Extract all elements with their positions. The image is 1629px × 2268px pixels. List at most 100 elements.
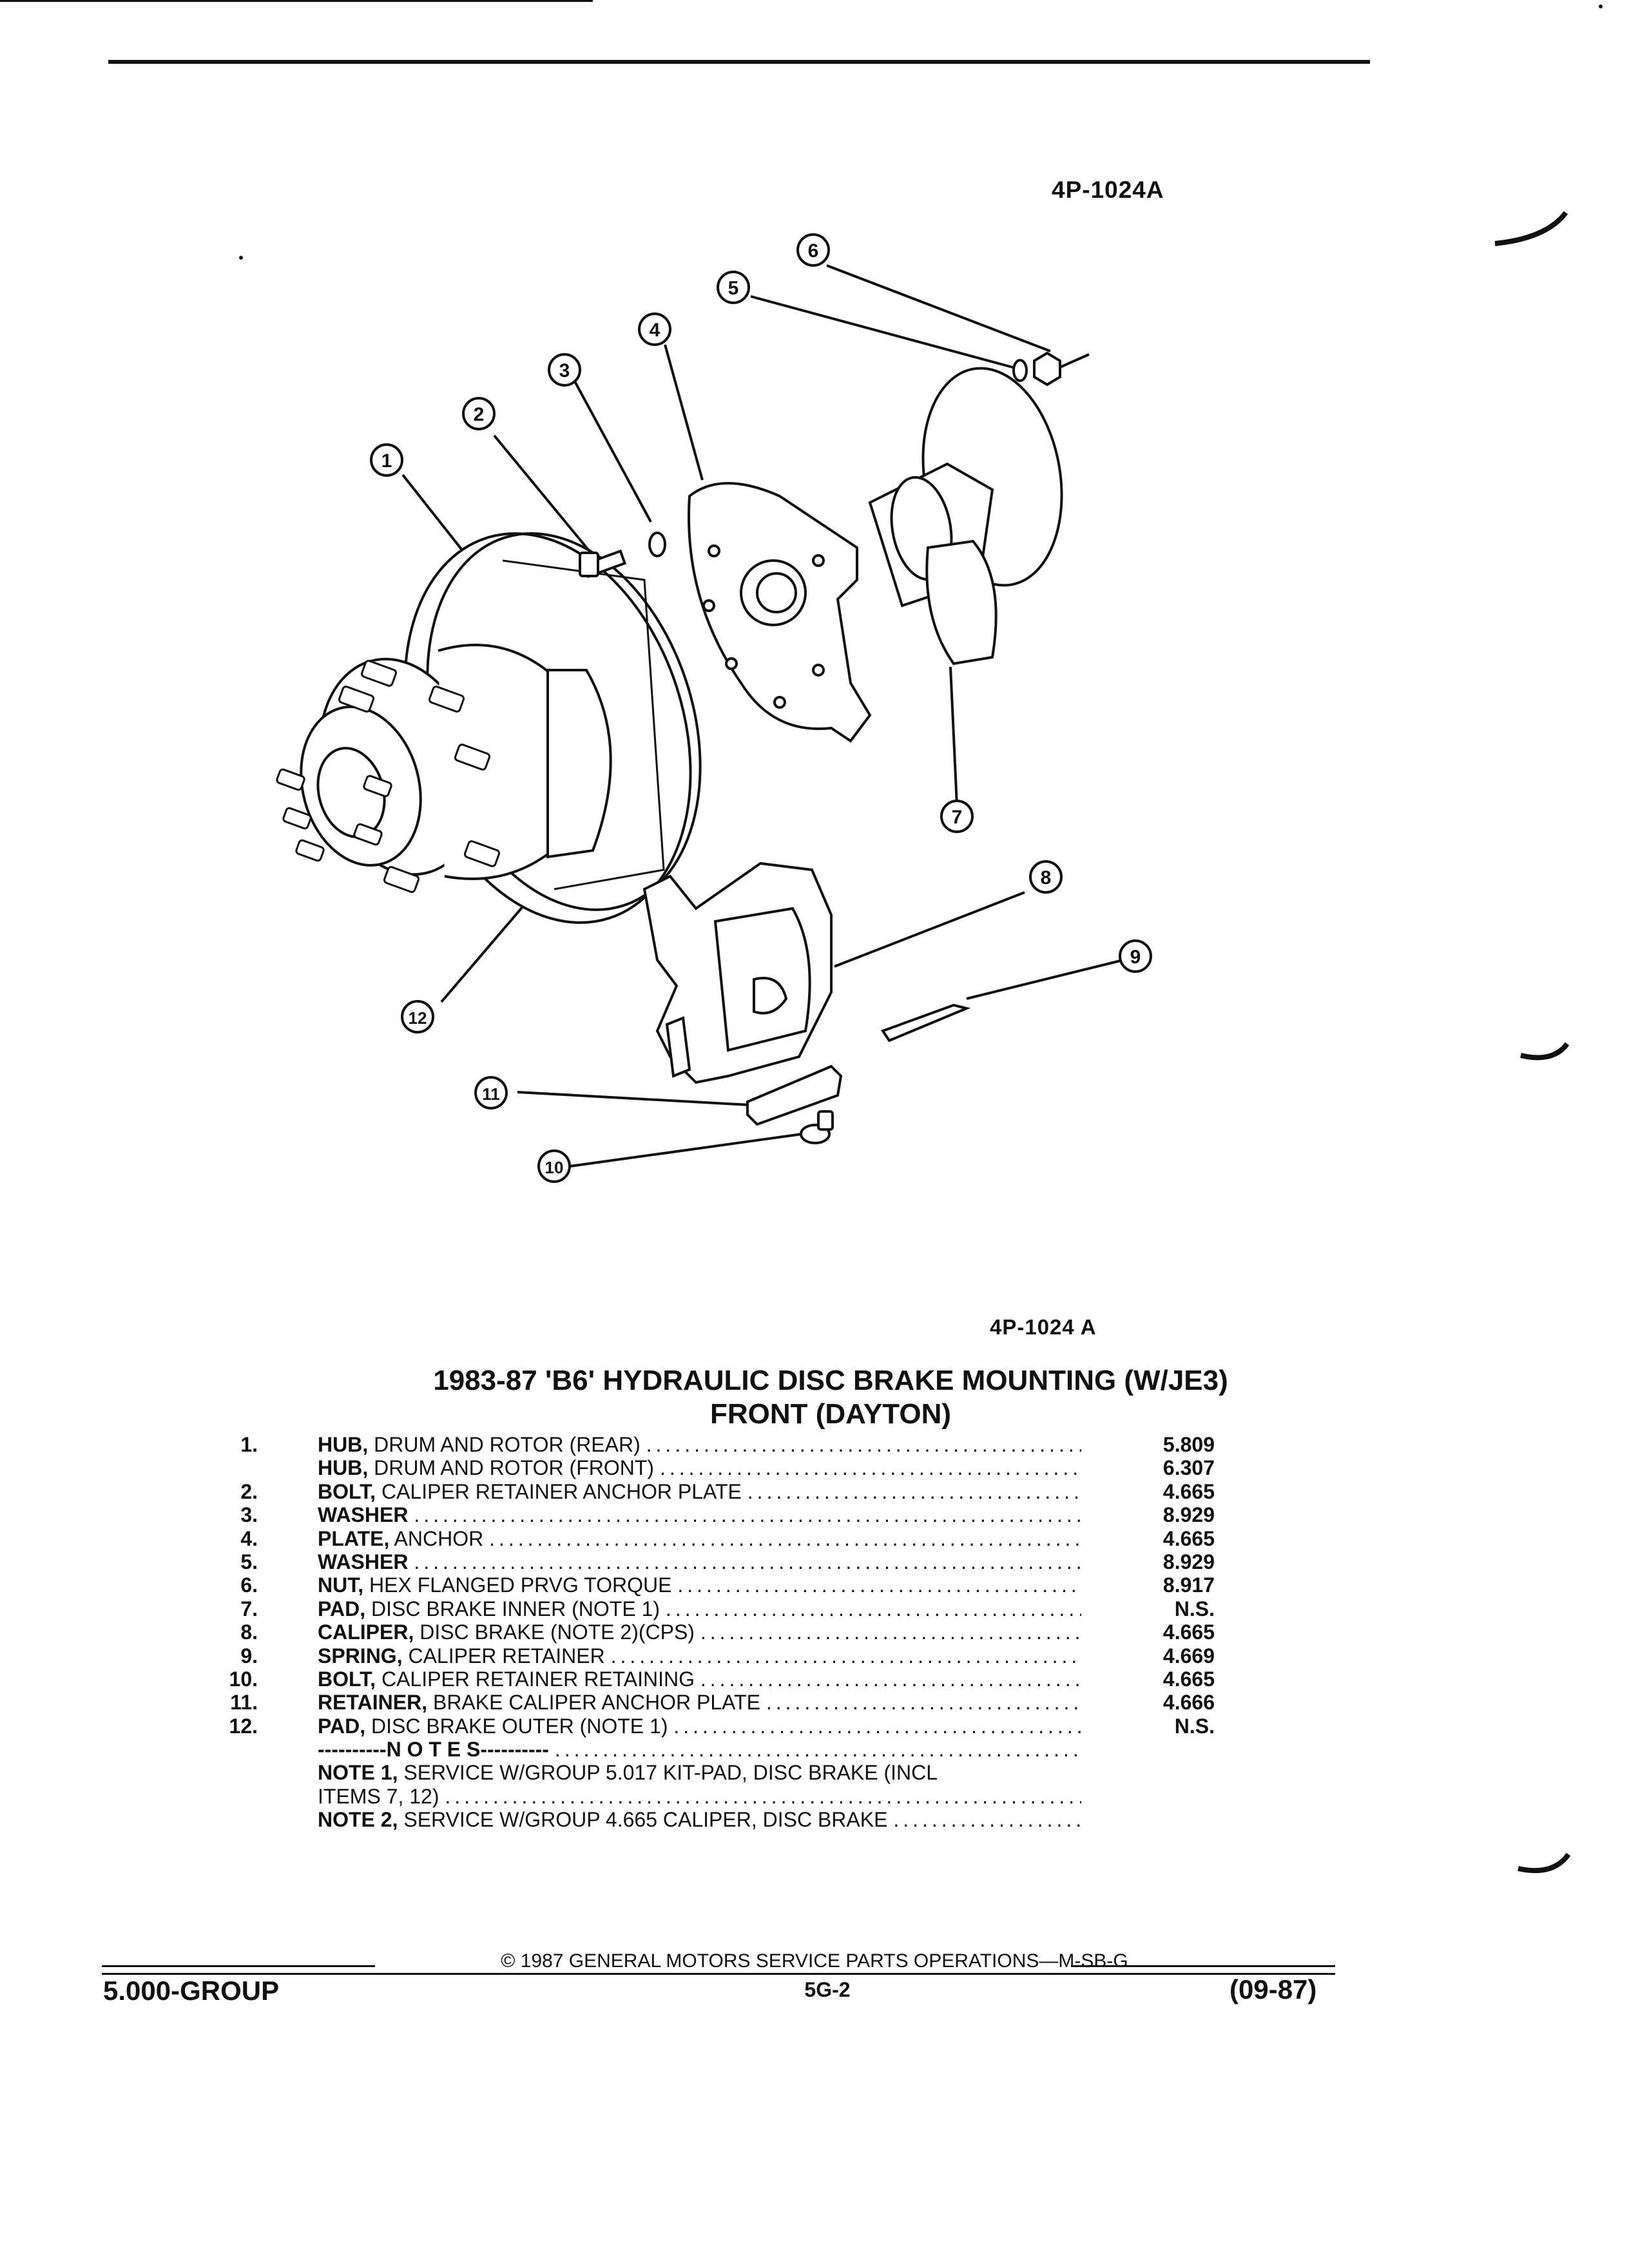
diagram-reference-bottom: 4P-1024 A <box>990 1315 1097 1339</box>
item-number: 5. <box>240 1550 258 1573</box>
part-name: WASHER <box>318 1550 409 1573</box>
part-description: DRUM AND ROTOR (FRONT) <box>374 1456 655 1480</box>
part-description: ANCHOR <box>394 1526 484 1550</box>
parts-row: 4.PLATE, ANCHOR ........................… <box>0 1527 1629 1550</box>
parts-row: 6.NUT, HEX FLANGED PRVG TORQUE .........… <box>0 1573 1629 1597</box>
callout-9: 9 <box>1130 947 1141 968</box>
part-name: BOLT, <box>318 1479 376 1503</box>
part-name: PAD, <box>318 1714 366 1738</box>
footer-rule-right <box>1071 1965 1335 1967</box>
item-number: 2. <box>240 1479 258 1503</box>
group-number: 4.665 <box>1162 1620 1215 1644</box>
group-number: 5.809 <box>1162 1433 1215 1456</box>
callout-3: 3 <box>559 360 570 381</box>
item-number: 3. <box>240 1503 258 1527</box>
group-number: 8.917 <box>1162 1573 1215 1597</box>
item-number: 4. <box>240 1526 258 1550</box>
group-number: 8.929 <box>1162 1503 1215 1527</box>
item-number: 8. <box>240 1620 258 1644</box>
part-name: PLATE, <box>318 1526 390 1550</box>
item-number: 9. <box>240 1644 258 1667</box>
part-description: DISC BRAKE (NOTE 2)(CPS) <box>419 1620 695 1644</box>
item-number: 6. <box>240 1573 258 1597</box>
parts-row: 10.BOLT, CALIPER RETAINER RETAINING ....… <box>0 1667 1629 1691</box>
item-number: 7. <box>240 1597 258 1620</box>
note-2-row: NOTE 2, SERVICE W/GROUP 4.665 CALIPER, D… <box>318 1808 1081 1832</box>
list-title-line-1: 1983-87 'B6' HYDRAULIC DISC BRAKE MOUNTI… <box>433 1365 1228 1396</box>
callout-1: 1 <box>381 450 392 472</box>
note-1-row: NOTE 1, SERVICE W/GROUP 5.017 KIT-PAD, D… <box>0 1761 1629 1784</box>
item-number: 10. <box>229 1667 258 1691</box>
callout-7: 7 <box>952 807 963 828</box>
parts-row: 5.WASHER ...............................… <box>0 1550 1629 1573</box>
item-number: 11. <box>230 1691 258 1715</box>
callout-8: 8 <box>1041 867 1052 889</box>
group-number: 6.307 <box>1162 1456 1215 1480</box>
part-name: BOLT, <box>318 1667 376 1691</box>
parts-row: 9.SPRING, CALIPER RETAINER .............… <box>0 1644 1629 1667</box>
parts-row: 11.RETAINER, BRAKE CALIPER ANCHOR PLATE … <box>0 1691 1629 1714</box>
part-name: WASHER <box>318 1503 409 1527</box>
part-description: BRAKE CALIPER ANCHOR PLATE <box>432 1691 760 1715</box>
part-description: DISC BRAKE INNER (NOTE 1) <box>371 1597 660 1620</box>
callout-11: 11 <box>482 1084 500 1104</box>
top-edge-rule <box>0 0 593 2</box>
parts-row: HUB, DRUM AND ROTOR (FRONT) ............… <box>318 1456 1215 1480</box>
part-name: CALIPER, <box>318 1620 414 1644</box>
note-1-text-cont: ITEMS 7, 12) <box>318 1784 439 1808</box>
part-description: DISC BRAKE OUTER (NOTE 1) <box>371 1714 668 1738</box>
note-1-cont-row: ITEMS 7, 12) ...........................… <box>318 1784 1081 1808</box>
part-description: CALIPER RETAINER ANCHOR PLATE <box>381 1479 742 1503</box>
header-rule <box>108 60 1370 64</box>
item-number: 1. <box>240 1433 258 1456</box>
page-number: 5G-2 <box>804 1978 851 2001</box>
callout-6: 6 <box>808 240 819 262</box>
group-number: 4.665 <box>1162 1667 1215 1691</box>
parts-row: 3.WASHER ...............................… <box>0 1503 1629 1526</box>
part-description: CALIPER RETAINER RETAINING <box>381 1667 695 1691</box>
group-number: N.S. <box>1174 1597 1215 1620</box>
revision-date: (09-87) <box>1229 1974 1317 2004</box>
callout-2: 2 <box>474 404 485 425</box>
group-number: 4.665 <box>1162 1479 1215 1503</box>
footer-rule-bottom <box>102 1973 1335 1975</box>
part-name: RETAINER, <box>318 1691 428 1715</box>
callout-4: 4 <box>650 320 660 341</box>
callout-5: 5 <box>728 278 739 299</box>
callout-10: 10 <box>545 1158 564 1177</box>
note-2-text: SERVICE W/GROUP 4.665 CALIPER, DISC BRAK… <box>403 1808 888 1832</box>
notes-heading-row: ----------N O T E S---------- ..........… <box>318 1738 1081 1762</box>
part-description: DRUM AND ROTOR (REAR) <box>374 1433 641 1456</box>
parts-row: 1.HUB, DRUM AND ROTOR (REAR) ...........… <box>0 1433 1629 1456</box>
diagram-reference-top: 4P-1024A <box>1052 177 1164 203</box>
group-number: 8.929 <box>1162 1550 1215 1573</box>
callout-12: 12 <box>409 1008 427 1028</box>
group-number: N.S. <box>1174 1714 1215 1738</box>
group-number: 4.666 <box>1162 1691 1215 1715</box>
parts-list: 1.HUB, DRUM AND ROTOR (REAR) ...........… <box>0 1433 1629 1832</box>
group-number: 4.665 <box>1162 1526 1215 1550</box>
note-1-text: SERVICE W/GROUP 5.017 KIT-PAD, DISC BRAK… <box>403 1761 938 1785</box>
notes-heading: ----------N O T E S---------- <box>318 1738 549 1762</box>
list-title-line-2: FRONT (DAYTON) <box>710 1398 951 1430</box>
parts-row: 2.BOLT, CALIPER RETAINER ANCHOR PLATE ..… <box>0 1480 1629 1503</box>
brake-exploded-diagram: 6 5 4 3 2 1 7 8 9 12 11 10 <box>276 233 1152 1183</box>
copyright-line: © 1987 GENERAL MOTORS SERVICE PARTS OPER… <box>501 1950 1128 1972</box>
parts-row: 7.PAD, DISC BRAKE INNER (NOTE 1) .......… <box>0 1597 1629 1620</box>
group-number: 4.669 <box>1162 1644 1215 1667</box>
part-description: CALIPER RETAINER <box>408 1644 605 1667</box>
note-1-label: NOTE 1, <box>318 1761 398 1785</box>
item-number: 12. <box>229 1714 258 1738</box>
part-name: HUB, <box>318 1433 369 1456</box>
part-name: SPRING, <box>318 1644 403 1667</box>
group-label: 5.000-GROUP <box>103 1975 280 2006</box>
part-description: HEX FLANGED PRVG TORQUE <box>369 1573 672 1597</box>
footer-rule-left <box>102 1965 375 1967</box>
parts-row: 12.PAD, DISC BRAKE OUTER (NOTE 1) ......… <box>0 1715 1629 1738</box>
part-name: PAD, <box>318 1597 366 1620</box>
note-2-label: NOTE 2, <box>318 1808 398 1832</box>
part-name: NUT, <box>318 1573 364 1597</box>
part-name: HUB, <box>318 1456 369 1480</box>
parts-row: 8.CALIPER, DISC BRAKE (NOTE 2)(CPS) ....… <box>0 1620 1629 1644</box>
